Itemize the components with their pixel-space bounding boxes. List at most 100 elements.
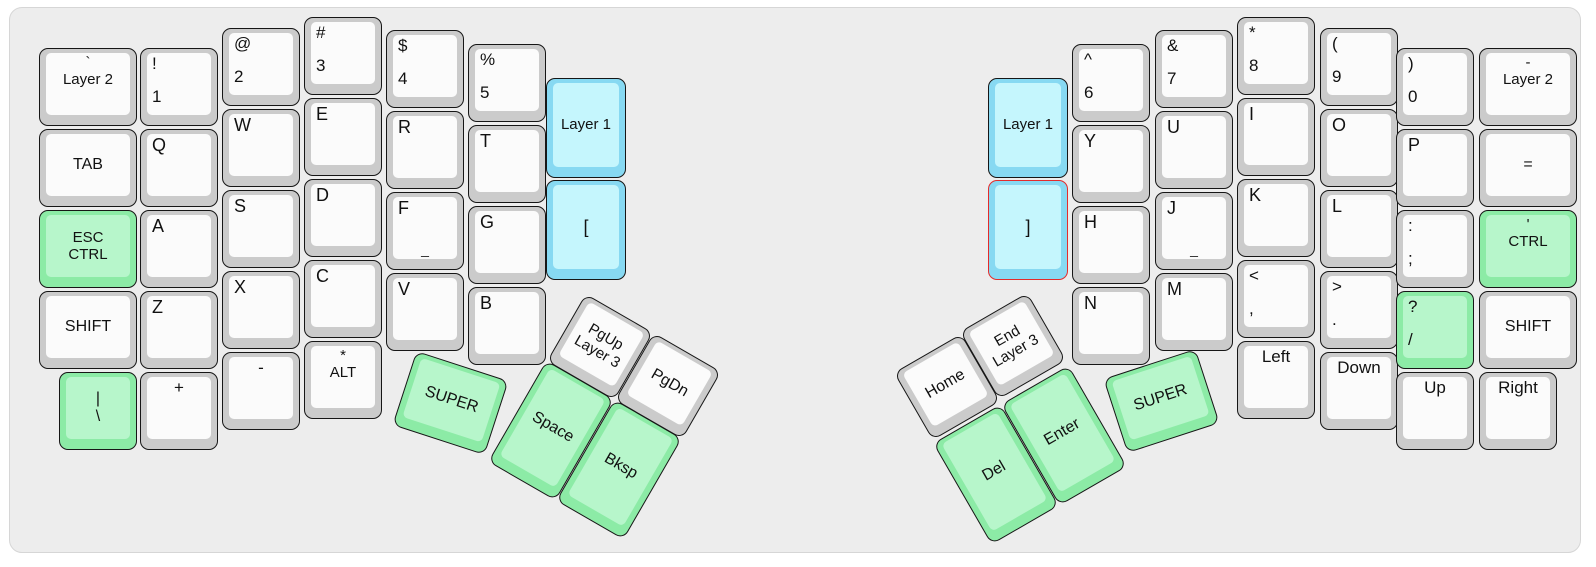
- key-k[interactable]: K: [1237, 179, 1315, 257]
- key-shift-right[interactable]: SHIFT: [1479, 291, 1577, 369]
- key-t[interactable]: T: [468, 125, 546, 203]
- key-plus[interactable]: +: [140, 372, 218, 450]
- key-label: Layer 2: [62, 71, 114, 89]
- key-lt-comma[interactable]: <,: [1237, 260, 1315, 338]
- keycap-top: A: [147, 215, 211, 277]
- keycap-top: P: [1403, 134, 1467, 196]
- key-arrow-down[interactable]: Down: [1320, 352, 1398, 430]
- key-f[interactable]: F_: [386, 192, 464, 270]
- key-label: (: [1332, 34, 1338, 53]
- key-b[interactable]: B: [468, 287, 546, 365]
- key-pipe-backslash[interactable]: |\: [59, 372, 137, 450]
- key-dollar-4[interactable]: $4: [386, 30, 464, 108]
- key-layer1-left[interactable]: Layer 1: [546, 78, 626, 178]
- key-r[interactable]: R: [386, 111, 464, 189]
- key-labels: Layer 1: [995, 83, 1061, 167]
- key-label: 8: [1249, 55, 1259, 75]
- key-amp-7[interactable]: &7: [1155, 30, 1233, 108]
- key-v[interactable]: V: [386, 273, 464, 351]
- key-equals[interactable]: =: [1479, 129, 1577, 207]
- key-arrow-up[interactable]: Up: [1396, 372, 1474, 450]
- key-label: G: [480, 212, 495, 232]
- key-e[interactable]: E: [304, 98, 382, 176]
- key-x[interactable]: X: [222, 271, 300, 349]
- key-label: +: [174, 378, 184, 397]
- key-shift-left[interactable]: SHIFT: [39, 291, 137, 369]
- key-h[interactable]: H: [1072, 206, 1150, 284]
- key-i[interactable]: I: [1237, 98, 1315, 176]
- keycap-top: <,: [1244, 265, 1308, 327]
- keycap-top: O: [1327, 114, 1391, 176]
- key-m[interactable]: M: [1155, 273, 1233, 351]
- keycap-top: )0: [1403, 53, 1467, 115]
- key-labels: V: [393, 278, 457, 340]
- key-labels: >.: [1327, 276, 1391, 338]
- key-at-2[interactable]: @2: [222, 28, 300, 106]
- key-hash-3[interactable]: #3: [304, 17, 382, 95]
- keycap-top: Layer 1: [995, 83, 1061, 167]
- key-label: Right: [1498, 378, 1538, 397]
- key-labels: *8: [1244, 22, 1308, 84]
- key-label: B: [480, 293, 493, 313]
- key-grave-layer2[interactable]: `Layer 2: [39, 48, 137, 126]
- key-label: Layer 2: [1502, 71, 1554, 89]
- key-labels: )0: [1403, 53, 1467, 115]
- key-d[interactable]: D: [304, 179, 382, 257]
- key-label: T: [480, 131, 491, 151]
- key-labels: @2: [229, 33, 293, 95]
- key-s[interactable]: S: [222, 190, 300, 268]
- key-z[interactable]: Z: [140, 291, 218, 369]
- key-j[interactable]: J_: [1155, 192, 1233, 270]
- key-lparen-9[interactable]: (9: [1320, 28, 1398, 106]
- key-q[interactable]: Q: [140, 129, 218, 207]
- key-label: U: [1167, 117, 1180, 137]
- key-p[interactable]: P: [1396, 129, 1474, 207]
- key-a[interactable]: A: [140, 210, 218, 288]
- keycap-top: TAB: [46, 134, 130, 196]
- key-labels: P: [1403, 134, 1467, 196]
- key-arrow-right[interactable]: Right: [1479, 372, 1557, 450]
- key-left-bracket[interactable]: [: [546, 180, 626, 280]
- key-label: :: [1408, 216, 1413, 235]
- key-layer1-right[interactable]: Layer 1: [988, 78, 1068, 178]
- key-labels: A: [147, 215, 211, 277]
- key-asterisk-8[interactable]: *8: [1237, 17, 1315, 95]
- key-w[interactable]: W: [222, 109, 300, 187]
- key-minus[interactable]: -: [222, 352, 300, 430]
- keycap-top: ^6: [1079, 49, 1143, 111]
- key-labels: G: [475, 211, 539, 273]
- key-exclam-1[interactable]: !1: [140, 48, 218, 126]
- key-question-slash[interactable]: ?/: [1396, 291, 1474, 369]
- key-colon-semicolon[interactable]: :;: [1396, 210, 1474, 288]
- key-u[interactable]: U: [1155, 111, 1233, 189]
- key-caret-6[interactable]: ^6: [1072, 44, 1150, 122]
- key-label: -: [258, 358, 264, 377]
- key-labels: !1: [147, 53, 211, 115]
- key-labels: E: [311, 103, 375, 165]
- key-label: D: [316, 185, 329, 205]
- key-right-bracket[interactable]: ]: [988, 180, 1068, 280]
- key-y[interactable]: Y: [1072, 125, 1150, 203]
- key-quote-ctrl[interactable]: 'CTRL: [1479, 210, 1577, 288]
- key-percent-5[interactable]: %5: [468, 44, 546, 122]
- key-l[interactable]: L: [1320, 190, 1398, 268]
- key-dash-layer2[interactable]: -Layer 2: [1479, 48, 1577, 126]
- keycap-top: Left: [1244, 346, 1308, 408]
- key-n[interactable]: N: [1072, 287, 1150, 365]
- key-label: ESC: [72, 228, 104, 246]
- key-tab[interactable]: TAB: [39, 129, 137, 207]
- keycap-top: F_: [393, 197, 457, 259]
- key-o[interactable]: O: [1320, 109, 1398, 187]
- key-rparen-0[interactable]: )0: [1396, 48, 1474, 126]
- key-label: M: [1167, 279, 1182, 299]
- key-c[interactable]: C: [304, 260, 382, 338]
- key-gt-period[interactable]: >.: [1320, 271, 1398, 349]
- key-label: X: [234, 277, 247, 297]
- key-label: CTRL: [68, 246, 108, 263]
- key-label: SUPER: [422, 382, 481, 417]
- key-asterisk-alt[interactable]: *ALT: [304, 341, 382, 419]
- key-g[interactable]: G: [468, 206, 546, 284]
- key-arrow-left[interactable]: Left: [1237, 341, 1315, 419]
